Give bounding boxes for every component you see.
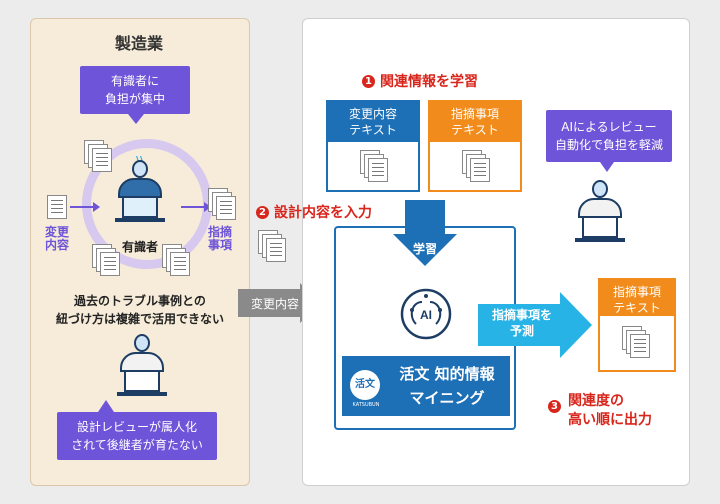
step1-number: 1	[362, 75, 375, 88]
point-box-line1: 指摘事項	[450, 107, 499, 121]
output-box-line1: 指摘事項	[612, 285, 661, 299]
change-label-line1: 変更	[45, 225, 70, 239]
step3-text: 関連度の 高い順に出力	[568, 392, 652, 430]
input-document-icon	[258, 230, 288, 262]
predict-label-line2: 予測	[509, 324, 534, 338]
predict-label-line1: 指摘事項を	[491, 308, 552, 322]
review-bubble-line1: 設計レビューが属人化	[76, 420, 197, 434]
learn-label: 学習	[412, 242, 437, 256]
predict-arrow-icon	[478, 292, 592, 358]
change-document-icon	[47, 195, 67, 219]
input-arrow-icon	[238, 283, 320, 323]
change-box-line1: 変更内容	[348, 107, 397, 121]
ai-review-bubble: AIによるレビュー 自動化で負担を軽減	[546, 110, 672, 162]
manufacturing-title: 製造業	[114, 34, 163, 53]
ai-bubble-line2: 自動化で負担を軽減	[554, 138, 663, 152]
trouble-text: 過去のトラブル事例との 紐づけ方は複雑で活用できない	[40, 292, 240, 328]
katsubun-logo: 活文	[350, 370, 380, 400]
input-arrow: 変更内容	[238, 283, 320, 327]
brand-line2: マイニング	[409, 389, 485, 407]
designer-person-icon	[116, 334, 168, 398]
brand-line1: 活文 知的情報	[399, 365, 495, 383]
point-arrow-icon	[181, 202, 211, 212]
review-bubble-tail	[98, 400, 114, 412]
burden-bubble-tail	[128, 114, 144, 124]
logo-sub: KATSUBUN	[352, 402, 380, 408]
trouble-text-line1: 過去のトラブル事例との	[74, 294, 206, 308]
step2-number: 2	[256, 206, 269, 219]
change-label-line2: 内容	[45, 238, 70, 252]
document-stack-icon	[462, 150, 492, 182]
step2-text: 設計内容を入力	[274, 205, 372, 221]
katsubun-brand-banner: 活文 KATSUBUN 活文 知的情報 マイニング	[342, 356, 510, 416]
review-bubble-line2: されて後継者が育たない	[71, 438, 203, 452]
step3-line2: 高い順に出力	[568, 412, 652, 428]
review-bubble: 設計レビューが属人化 されて後継者が育たない	[57, 412, 217, 460]
point-document-icon	[208, 188, 238, 220]
svg-text:AI: AI	[420, 308, 432, 322]
brand-title: 活文 知的情報 マイニング	[388, 362, 506, 410]
burden-bubble-line2: 負担が集中	[104, 92, 165, 106]
change-box-line2: テキスト	[349, 123, 397, 137]
document-stack-icon	[162, 244, 192, 276]
trouble-text-line2: 紐づけ方は複雑で活用できない	[55, 312, 224, 326]
point-box-line2: テキスト	[451, 123, 499, 137]
point-text-box: 指摘事項 テキスト	[428, 100, 522, 192]
learn-arrow-icon	[393, 200, 457, 266]
point-label-line2: 事項	[208, 238, 233, 252]
step1-text: 関連情報を学習	[380, 74, 478, 90]
step3-number: 3	[548, 400, 561, 413]
ai-bubble-line1: AIによるレビュー	[561, 120, 657, 134]
logo-text: 活文	[355, 379, 375, 390]
burden-bubble: 有識者に 負担が集中	[80, 66, 190, 114]
burden-bubble-line1: 有識者に	[110, 74, 159, 88]
ai-bubble-tail	[600, 162, 614, 172]
expert-person-icon: \\	[114, 154, 166, 230]
reviewer-person-icon	[574, 180, 626, 244]
point-text-box-header: 指摘事項 テキスト	[430, 102, 520, 142]
change-label: 変更 内容	[45, 226, 69, 252]
change-arrow-icon	[70, 202, 100, 212]
output-text-box-header: 指摘事項 テキスト	[600, 280, 674, 316]
point-label: 指摘 事項	[208, 226, 232, 252]
point-label-line1: 指摘	[208, 225, 233, 239]
step3-line1: 関連度の	[568, 393, 624, 409]
ai-brain-icon: AI	[398, 286, 454, 346]
predict-label: 指摘事項を 予測	[480, 307, 564, 339]
document-stack-icon	[360, 150, 390, 182]
document-stack-icon	[84, 140, 114, 172]
predict-arrow: 指摘事項を 予測	[478, 292, 592, 362]
output-text-box: 指摘事項 テキスト	[598, 278, 676, 372]
change-text-box-header: 変更内容 テキスト	[328, 102, 418, 142]
document-stack-icon	[622, 326, 652, 358]
input-arrow-label: 変更内容	[250, 297, 299, 311]
output-box-line2: テキスト	[613, 301, 661, 315]
expert-label: 有識者	[121, 240, 158, 254]
document-stack-icon	[92, 244, 122, 276]
change-text-box: 変更内容 テキスト	[326, 100, 420, 192]
learn-arrow: 学習	[393, 200, 457, 270]
